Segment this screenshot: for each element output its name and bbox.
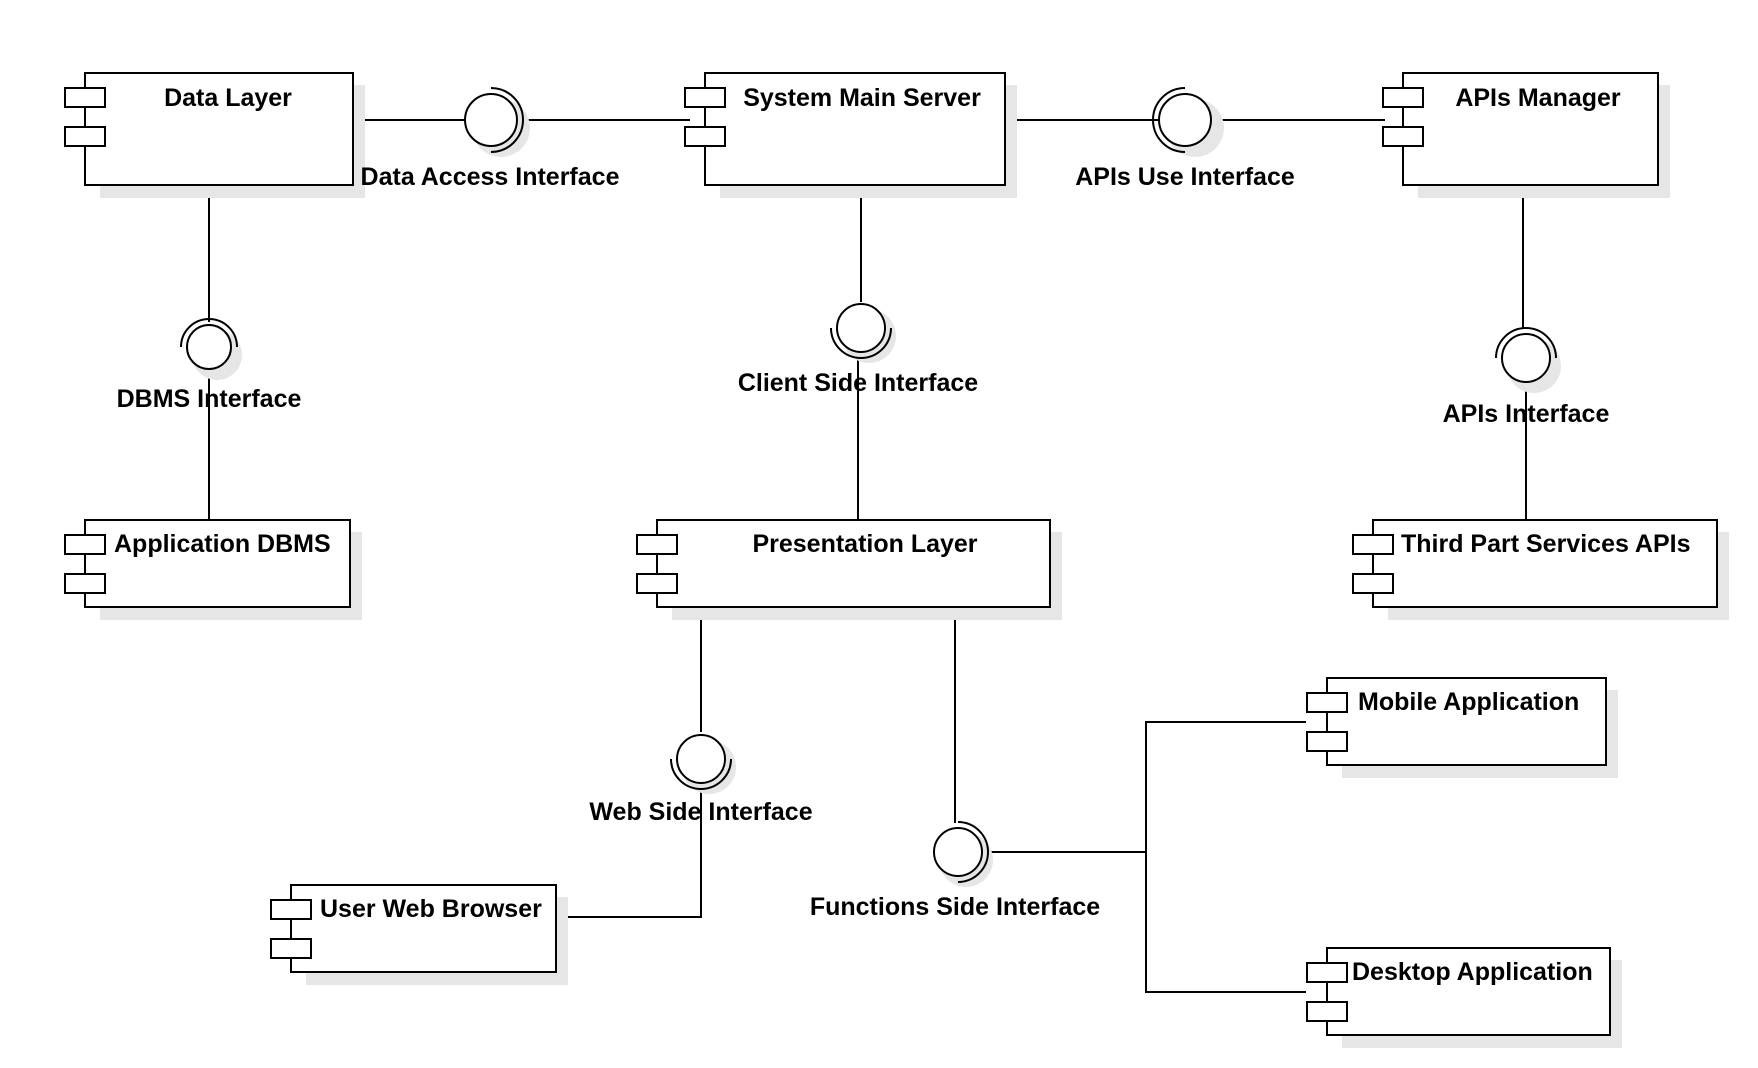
component-label: Mobile Application bbox=[1358, 688, 1579, 716]
component-system-main-server[interactable]: System Main Server bbox=[684, 72, 1017, 198]
interface-ball-icon bbox=[1158, 93, 1212, 147]
component-port-icon bbox=[684, 87, 726, 108]
component-label: Application DBMS bbox=[114, 530, 331, 558]
component-port-icon bbox=[270, 938, 312, 959]
component-presentation-layer[interactable]: Presentation Layer bbox=[636, 519, 1062, 620]
component-port-icon bbox=[1306, 1001, 1348, 1022]
component-data-layer[interactable]: Data Layer bbox=[64, 72, 365, 198]
component-body bbox=[84, 72, 354, 186]
line-branch-to-desktop bbox=[1145, 852, 1306, 993]
component-body bbox=[656, 519, 1051, 608]
component-port-icon bbox=[684, 126, 726, 147]
interface-apis[interactable]: APIs Interface bbox=[1443, 327, 1610, 428]
interface-ball-icon bbox=[676, 734, 726, 784]
interface-label: APIs Interface bbox=[1443, 400, 1610, 428]
line-branch-to-mobile bbox=[1145, 721, 1306, 852]
component-label: APIs Manager bbox=[1455, 84, 1621, 112]
interface-ball-icon bbox=[186, 324, 232, 370]
component-body bbox=[1402, 72, 1659, 186]
component-body bbox=[704, 72, 1006, 186]
interface-socket-icon bbox=[1152, 87, 1186, 153]
interface-data-access[interactable]: Data Access Interface bbox=[361, 87, 620, 191]
interface-label: DBMS Interface bbox=[117, 385, 302, 413]
component-port-icon bbox=[1306, 692, 1348, 713]
interface-client-side[interactable]: Client Side Interface bbox=[738, 303, 978, 397]
component-label: Third Part Services APIs bbox=[1401, 530, 1690, 558]
interface-web-side[interactable]: Web Side Interface bbox=[589, 734, 813, 826]
component-body bbox=[1326, 677, 1607, 766]
component-body bbox=[84, 519, 351, 608]
component-label: System Main Server bbox=[743, 84, 981, 112]
component-port-icon bbox=[270, 899, 312, 920]
interface-apis-use[interactable]: APIs Use Interface bbox=[1075, 87, 1295, 191]
interface-label: Functions Side Interface bbox=[810, 893, 1100, 921]
interface-label: APIs Use Interface bbox=[1075, 163, 1295, 191]
component-port-icon bbox=[636, 573, 678, 594]
component-port-icon bbox=[636, 534, 678, 555]
component-label: Desktop Application bbox=[1352, 958, 1593, 986]
component-mobile-application[interactable]: Mobile Application bbox=[1306, 677, 1618, 778]
component-user-web-browser[interactable]: User Web Browser bbox=[270, 884, 568, 985]
component-body bbox=[1372, 519, 1718, 608]
interface-socket-icon bbox=[957, 821, 989, 883]
component-label: Data Layer bbox=[164, 84, 292, 112]
component-apis-manager[interactable]: APIs Manager bbox=[1382, 72, 1670, 198]
component-port-icon bbox=[1306, 731, 1348, 752]
component-third-part-services-apis[interactable]: Third Part Services APIs bbox=[1352, 519, 1729, 620]
component-label: User Web Browser bbox=[320, 895, 542, 923]
component-port-icon bbox=[1382, 87, 1424, 108]
component-body bbox=[1326, 947, 1611, 1036]
component-port-icon bbox=[64, 87, 106, 108]
line-web-side-to-browser bbox=[556, 786, 702, 918]
component-desktop-application[interactable]: Desktop Application bbox=[1306, 947, 1622, 1048]
interface-socket-icon bbox=[180, 318, 238, 348]
interface-ball-icon bbox=[464, 93, 518, 147]
interface-socket-icon bbox=[670, 758, 732, 790]
component-port-icon bbox=[64, 534, 106, 555]
component-port-icon bbox=[1352, 573, 1394, 594]
interface-socket-icon bbox=[490, 87, 524, 153]
component-port-icon bbox=[64, 126, 106, 147]
interface-label: Client Side Interface bbox=[738, 369, 978, 397]
component-port-icon bbox=[64, 573, 106, 594]
interface-socket-icon bbox=[830, 327, 892, 359]
interface-ball-icon bbox=[1501, 333, 1551, 383]
component-port-icon bbox=[1382, 126, 1424, 147]
component-body bbox=[290, 884, 557, 973]
component-port-icon bbox=[1352, 534, 1394, 555]
interface-dbms[interactable]: DBMS Interface bbox=[117, 318, 302, 413]
component-label: Presentation Layer bbox=[752, 530, 977, 558]
connectors bbox=[208, 119, 1527, 993]
interface-ball-icon bbox=[836, 303, 886, 353]
component-port-icon bbox=[1306, 962, 1348, 983]
interface-ball-icon bbox=[933, 827, 983, 877]
interface-functions-side[interactable]: Functions Side Interface bbox=[810, 821, 1100, 921]
component-application-dbms[interactable]: Application DBMS bbox=[64, 519, 362, 620]
interface-socket-icon bbox=[1495, 327, 1557, 359]
interface-label: Data Access Interface bbox=[361, 163, 620, 191]
interface-label: Web Side Interface bbox=[589, 798, 812, 826]
